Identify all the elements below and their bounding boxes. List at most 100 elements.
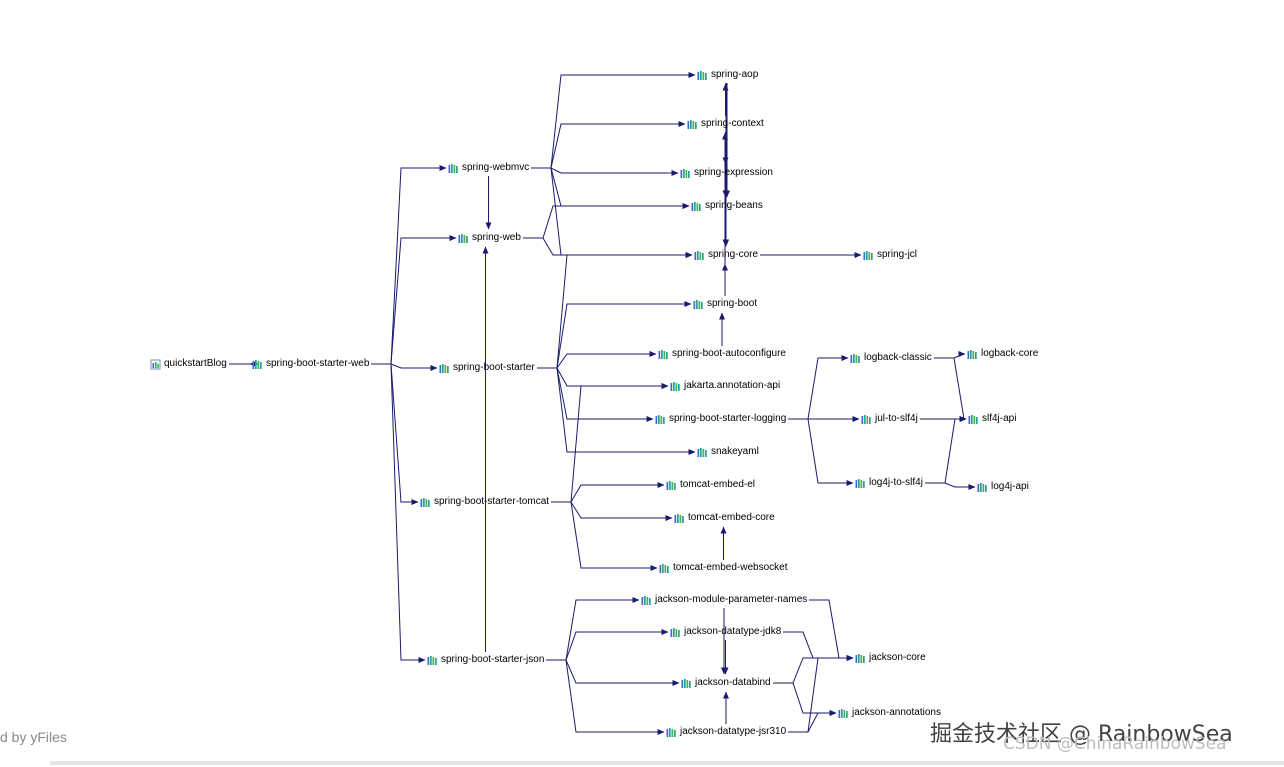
jar-icon: [697, 447, 707, 457]
node-jcl[interactable]: spring-jcl: [863, 247, 917, 263]
node-logging[interactable]: spring-boot-starter-logging: [655, 411, 786, 427]
node-core[interactable]: spring-core: [694, 247, 758, 263]
node-label: spring-boot-autoconfigure: [672, 348, 786, 359]
node-label: jackson-annotations: [852, 707, 941, 718]
node-beans[interactable]: spring-beans: [691, 198, 763, 214]
edge-webmvc-to-core: [531, 167, 693, 258]
node-label: tomcat-embed-el: [680, 479, 756, 490]
node-label: jackson-datatype-jdk8: [684, 626, 782, 637]
edge-logback-classic-to-logback-core: [934, 351, 966, 359]
node-label: jackson-datatype-jsr310: [680, 726, 787, 737]
node-sbs[interactable]: spring-boot-starter: [439, 360, 535, 376]
node-sbst[interactable]: spring-boot-starter-tomcat: [420, 494, 549, 510]
node-label: spring-core: [708, 249, 759, 260]
node-label: spring-aop: [711, 69, 759, 80]
edge-jdk8-to-jcore: [783, 631, 854, 661]
node-label: spring-boot-starter-web: [266, 358, 370, 369]
node-label: jakarta.annotation-api: [684, 380, 781, 391]
node-label: logback-core: [981, 348, 1039, 359]
node-snakeyaml[interactable]: snakeyaml: [697, 444, 759, 460]
jar-icon: [427, 655, 437, 665]
node-jakarta[interactable]: jakarta.annotation-api: [670, 378, 780, 394]
jar-icon: [693, 299, 703, 309]
node-logback-classic[interactable]: logback-classic: [850, 350, 932, 366]
jar-icon: [666, 480, 676, 490]
node-slf4j[interactable]: slf4j-api: [968, 411, 1016, 427]
node-tcore[interactable]: tomcat-embed-core: [674, 510, 775, 526]
jar-icon: [670, 381, 680, 391]
node-log4j-slf4j[interactable]: log4j-to-slf4j: [855, 475, 923, 491]
edge-logback-classic-to-slf4j: [934, 357, 967, 422]
node-tel[interactable]: tomcat-embed-el: [666, 477, 755, 493]
edge-webmvc-to-context: [531, 121, 686, 169]
node-log4j-api[interactable]: log4j-api: [977, 479, 1029, 495]
node-label: tomcat-embed-websocket: [673, 562, 788, 573]
node-logback-core[interactable]: logback-core: [967, 346, 1038, 362]
node-sbsw[interactable]: spring-boot-starter-web: [252, 356, 369, 372]
jar-icon: [855, 653, 865, 663]
jar-icon: [680, 168, 690, 178]
jar-icon: [861, 414, 871, 424]
jar-icon: [838, 708, 848, 718]
jar-icon: [681, 678, 691, 688]
edge-sbst-to-tws: [551, 501, 658, 571]
node-jsr310[interactable]: jackson-datatype-jsr310: [666, 724, 786, 740]
edge-logging-to-logback-classic: [788, 355, 849, 420]
jar-icon: [863, 250, 873, 260]
node-databind[interactable]: jackson-databind: [681, 675, 771, 691]
node-autoconf[interactable]: spring-boot-autoconfigure: [658, 346, 786, 362]
yfiles-credit: d by yFiles: [0, 729, 67, 745]
node-jul[interactable]: jul-to-slf4j: [861, 411, 918, 427]
node-label: spring-boot: [707, 298, 758, 309]
edge-sbs-to-autoconf: [537, 351, 657, 369]
node-label: spring-boot-starter-json: [441, 654, 545, 665]
node-jann[interactable]: jackson-annotations: [838, 705, 941, 721]
watermark-line-2: CSDN @ChinaRainbowSea: [1003, 734, 1227, 754]
horizontal-scrollbar[interactable]: [50, 761, 1284, 765]
edge-sbst-to-tcore: [551, 501, 673, 521]
jar-icon: [448, 163, 458, 173]
jar-icon: [977, 482, 987, 492]
node-sbsj[interactable]: spring-boot-starter-json: [427, 652, 544, 668]
node-label: spring-context: [701, 118, 764, 129]
node-label: jackson-databind: [695, 677, 771, 688]
edge-sbsw-to-webmvc: [371, 165, 447, 365]
jar-icon: [666, 727, 676, 737]
edge-jsr310-to-jann: [788, 710, 837, 733]
node-label: jackson-module-parameter-names: [655, 594, 808, 605]
watermark-line-1: 掘金技术社区 @ RainbowSea: [930, 722, 1233, 747]
node-jmpn[interactable]: jackson-module-parameter-names: [641, 592, 807, 608]
node-webmvc[interactable]: spring-webmvc: [448, 160, 529, 176]
edge-sbst-to-tel: [551, 482, 665, 503]
node-label: quickstartBlog: [164, 358, 227, 369]
node-tws[interactable]: tomcat-embed-websocket: [659, 560, 788, 576]
jar-icon: [967, 349, 977, 359]
node-expression[interactable]: spring-expression: [680, 165, 773, 181]
jar-icon: [687, 119, 697, 129]
edge-sbsj-to-jsr310: [546, 659, 665, 735]
jar-icon: [439, 363, 449, 373]
jar-icon: [697, 70, 707, 80]
jar-icon: [850, 353, 860, 363]
node-label: slf4j-api: [982, 413, 1017, 424]
node-label: logback-classic: [864, 352, 932, 363]
node-context[interactable]: spring-context: [687, 116, 764, 132]
jar-icon: [658, 349, 668, 359]
edge-sbsj-to-jmpn: [546, 597, 640, 661]
jar-icon: [252, 359, 262, 369]
jar-icon: [691, 201, 701, 211]
edge-sbsw-to-web: [371, 235, 457, 365]
node-quickstartBlog[interactable]: quickstartBlog: [150, 356, 227, 372]
node-jdk8[interactable]: jackson-datatype-jdk8: [670, 624, 781, 640]
module-icon: [150, 359, 161, 369]
node-aop[interactable]: spring-aop: [697, 67, 758, 83]
node-jcore[interactable]: jackson-core: [855, 650, 926, 666]
edge-sbsw-to-sbsj: [371, 363, 426, 663]
jar-icon: [458, 233, 468, 243]
node-boot[interactable]: spring-boot: [693, 296, 757, 312]
jar-icon: [694, 250, 704, 260]
edge-jmpn-to-jcore: [809, 599, 854, 661]
node-web[interactable]: spring-web: [458, 230, 521, 246]
node-label: spring-boot-starter: [453, 362, 535, 373]
